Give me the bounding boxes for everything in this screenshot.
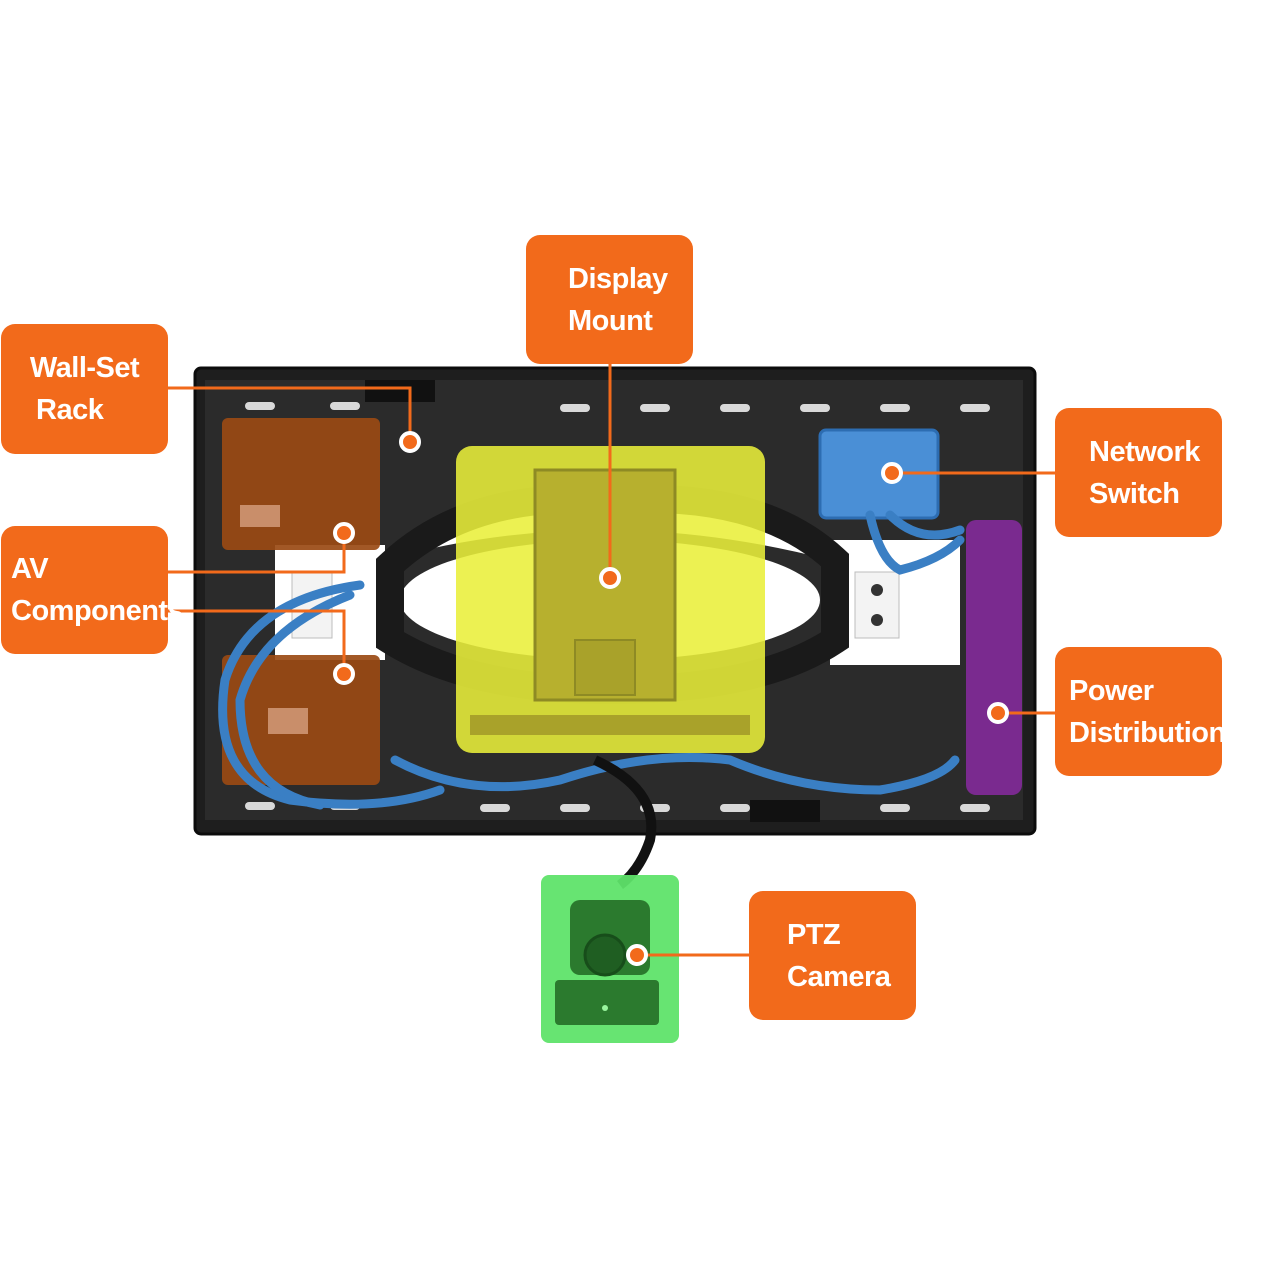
power-distribution-highlight <box>966 520 1022 795</box>
callout-ptz-camera: PTZ Camera <box>749 891 916 1020</box>
leader-wall-set-rack <box>168 386 412 440</box>
ptz-camera-base <box>555 980 659 1025</box>
callout-network-switch-line1: Network <box>1089 435 1200 468</box>
marker-network-switch <box>881 462 903 484</box>
leader-av-lower <box>168 609 346 674</box>
ptz-camera-lens <box>583 933 627 977</box>
callout-wall-set-rack-line2: Rack <box>36 394 104 426</box>
marker-display-mount <box>599 567 621 589</box>
callout-ptz-camera-line2: Camera <box>787 960 891 993</box>
top-rail-slots <box>245 402 990 412</box>
leader-av-upper <box>168 533 346 574</box>
marker-ptz-camera <box>626 944 648 966</box>
callout-av-components: AV Components <box>1 526 184 654</box>
callout-display-mount: Display Mount <box>526 235 693 364</box>
marker-power-distribution <box>987 702 1009 724</box>
network-cables <box>218 510 965 810</box>
camera-cable <box>592 755 657 889</box>
outlet-icon <box>871 584 883 596</box>
callout-av-components-line1: AV <box>11 553 49 585</box>
callout-av-components-line2: Components <box>11 595 184 627</box>
callout-network-switch: Network Switch <box>1055 408 1222 537</box>
callout-power-distribution-line1: Power <box>1069 674 1154 707</box>
callout-power-distribution: Power Distribution <box>1055 647 1226 776</box>
wall-plate-right <box>854 571 900 639</box>
leader-lines <box>168 364 1055 957</box>
power-brick-top <box>365 380 435 402</box>
callout-ptz-camera-line1: PTZ <box>787 918 841 951</box>
power-brick-bottom <box>750 800 820 822</box>
callout-power-distribution-line2: Distribution <box>1069 716 1226 749</box>
callout-wall-set-rack-line1: Wall-Set <box>29 352 140 384</box>
marker-wall-set-rack <box>399 431 421 453</box>
marker-av-upper <box>333 522 355 544</box>
callout-display-mount-line2: Mount <box>568 304 653 337</box>
av-component-upper <box>222 418 380 550</box>
callout-display-mount-line1: Display <box>568 262 668 295</box>
marker-dots <box>333 431 1009 966</box>
callout-network-switch-line2: Switch <box>1089 477 1180 510</box>
marker-av-lower <box>333 663 355 685</box>
callout-wall-set-rack: Wall-Set Rack <box>1 324 168 454</box>
